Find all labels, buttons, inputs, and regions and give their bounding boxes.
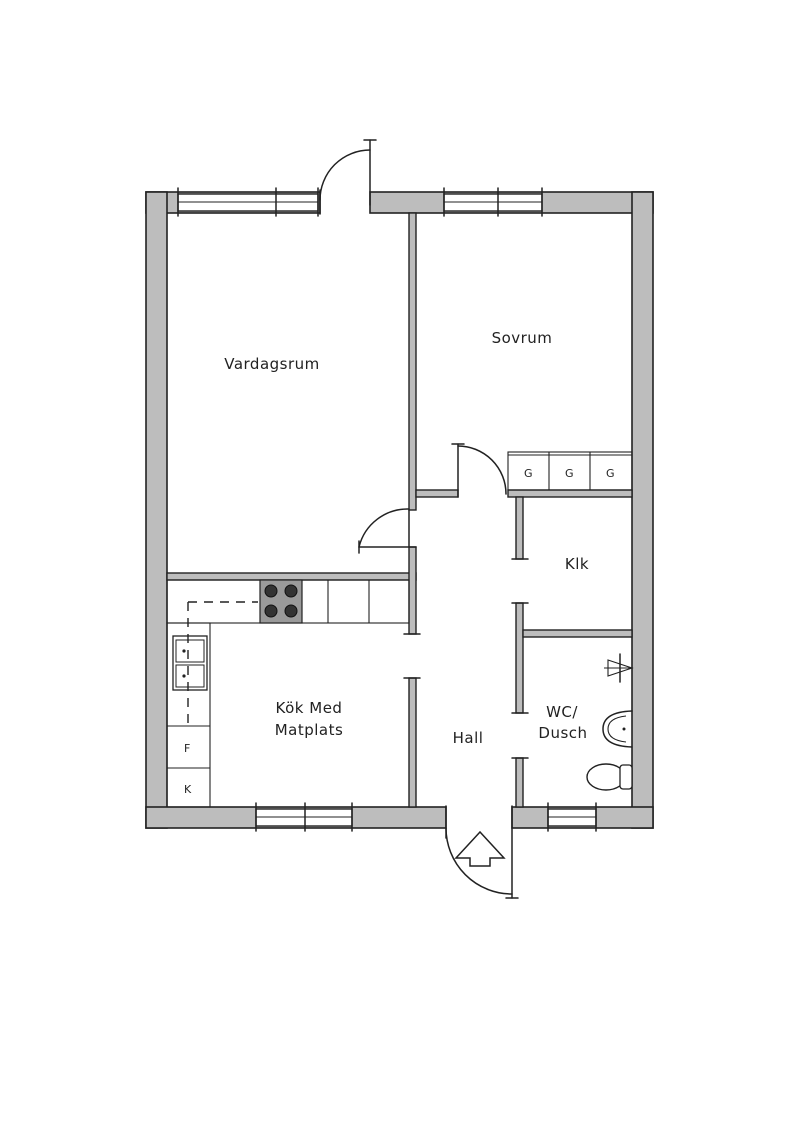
door-sovrum	[451, 443, 507, 498]
wardrobes: G G G	[507, 451, 633, 491]
shower-icon	[604, 653, 634, 683]
room-label-wc-line2: Dusch	[538, 724, 587, 742]
fridge-label: F	[184, 742, 190, 755]
wardrobe-label: G	[524, 467, 533, 480]
wall-right	[631, 191, 654, 829]
sink-icon	[172, 635, 208, 691]
window-sovrum	[443, 187, 543, 217]
wc-fixtures	[586, 653, 634, 791]
windows	[177, 187, 597, 832]
entrance-arrow-icon	[454, 830, 506, 867]
door-entrance	[445, 805, 519, 899]
wall-hall-left-upper	[408, 546, 417, 635]
wall-kok-top	[166, 572, 417, 581]
door-klk	[511, 558, 529, 604]
room-label-kok-line1: Kök Med	[276, 699, 343, 717]
wall-wardrobe-bottom	[507, 489, 633, 498]
toilet-icon	[586, 763, 633, 791]
window-kok	[255, 802, 353, 832]
wall-klk-left	[515, 496, 524, 560]
outer-walls	[145, 191, 654, 829]
room-label-klk: Klk	[565, 555, 589, 573]
window-vardagsrum	[177, 187, 319, 217]
doors	[319, 139, 529, 899]
wall-wc-left-lower	[515, 757, 524, 808]
washbasin-icon	[602, 710, 633, 748]
kitchen: F K	[166, 579, 410, 808]
freezer-label: K	[184, 783, 192, 796]
wall-left	[145, 191, 168, 829]
room-label-sovrum: Sovrum	[492, 329, 553, 347]
room-labels: Vardagsrum Sovrum Klk Kök Med Matplats H…	[224, 329, 589, 747]
room-label-wc-line1: WC/	[546, 703, 578, 721]
wall-sovrum-bottom-stub	[415, 489, 459, 498]
room-label-kok-line2: Matplats	[275, 721, 344, 739]
door-top-outside	[319, 139, 377, 215]
stove-icon	[259, 579, 303, 624]
wall-wc-left-upper	[515, 602, 524, 714]
opening-kok	[403, 633, 421, 679]
door-wc	[511, 712, 529, 759]
room-label-vardagsrum: Vardagsrum	[224, 355, 320, 373]
wall-hall-left-lower	[408, 677, 417, 808]
wall-vardagsrum-sovrum	[408, 212, 417, 511]
wardrobe-label: G	[606, 467, 615, 480]
wall-klk-wc	[522, 629, 633, 638]
room-label-hall: Hall	[453, 729, 484, 747]
window-wc	[547, 802, 597, 832]
wardrobe-label: G	[565, 467, 574, 480]
door-vardagsrum	[358, 508, 417, 554]
